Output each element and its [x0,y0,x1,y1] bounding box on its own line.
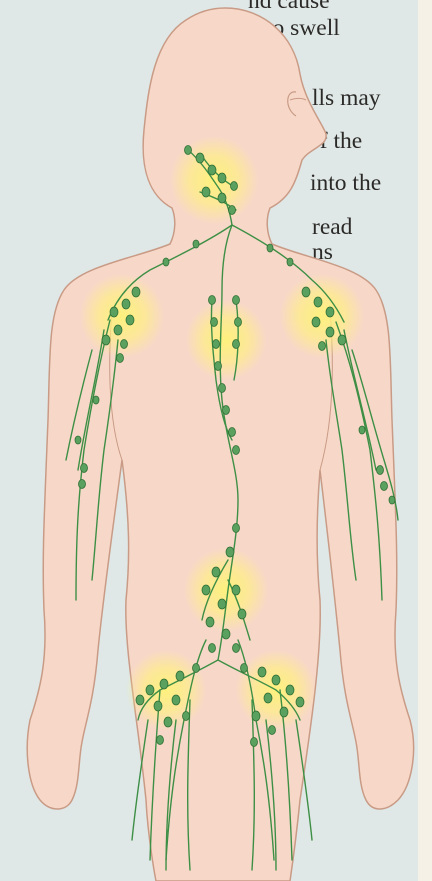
lymph-node [267,244,273,252]
lymph-node [215,362,222,371]
lymph-node [319,342,326,351]
lymph-node [206,617,214,627]
lymph-node [163,258,169,266]
lymph-node [241,664,248,673]
lymph-node [93,396,99,404]
glow-chest [186,300,266,380]
lymph-node [212,567,220,577]
lymph-node [296,697,304,707]
lymph-node [232,585,240,595]
lymph-node [233,524,240,533]
lymph-node [209,644,216,653]
lymph-node [326,327,334,337]
lymph-node [213,340,220,349]
lymph-node [272,675,280,685]
lymph-node [81,464,88,473]
lymph-node [314,297,322,307]
lymph-node [132,287,140,297]
lymph-node [229,428,236,437]
lymph-node [233,446,240,455]
lymph-node [172,695,180,705]
lymph-node [389,496,395,504]
lymph-node [122,299,130,309]
lymph-node [114,325,122,335]
lymph-node [269,726,276,735]
lymph-node [146,685,154,695]
lymph-node [209,296,216,305]
lymph-node [136,695,144,705]
lymph-node [238,609,246,619]
lymph-node [218,599,226,609]
lymph-node [286,685,294,695]
lymph-node [252,711,260,721]
lymph-node [258,667,266,677]
lymph-node [223,406,230,415]
lymph-node [280,707,288,717]
glow-abdomen [184,548,268,632]
lymph-node [219,384,226,393]
lymph-node [326,307,334,317]
lymph-node [218,193,226,203]
lymph-node [160,679,168,689]
lymph-node [377,466,384,475]
lymph-node [222,629,230,639]
lymph-node [208,165,216,175]
lymph-node [185,146,192,155]
lymph-node [117,354,124,363]
lymph-node [75,436,81,444]
lymph-node [233,644,240,653]
lymph-node [183,712,190,721]
lymph-node [176,671,184,681]
lymph-node [202,187,210,197]
lymph-node [312,317,320,327]
lymph-node [126,315,134,325]
lymph-node [287,258,293,266]
lymph-node [359,426,365,434]
lymph-node [110,307,118,317]
lymph-node [79,480,86,489]
lymph-node [193,240,199,248]
lymph-node [381,482,388,491]
lymph-node [338,335,346,345]
lymph-node [235,318,242,327]
lymph-node [154,701,162,711]
lymph-node [121,340,128,349]
lymph-node [264,693,272,703]
lymph-node [164,717,172,727]
lymph-node [251,738,258,747]
lymph-node [302,287,310,297]
lymph-node [231,182,238,191]
lymph-node [226,547,234,557]
lymph-node [102,335,110,345]
lymph-node [233,340,240,349]
lymph-node [157,736,164,745]
lymph-node [229,206,236,215]
lymph-node [218,173,226,183]
lymph-node [193,664,200,673]
lymph-node [196,153,204,163]
lymph-node [211,318,218,327]
lymph-node [202,585,210,595]
lymph-node [233,296,240,305]
